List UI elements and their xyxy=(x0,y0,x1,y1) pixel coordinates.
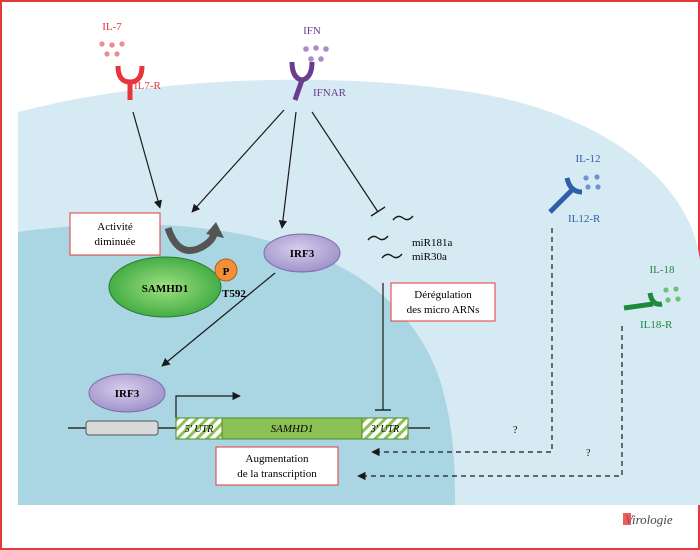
il7-arrow xyxy=(132,111,162,209)
augmentation-line1: Augmentation xyxy=(246,453,309,465)
augmentation-box xyxy=(215,446,339,486)
ifn-inhibition-line xyxy=(311,111,379,213)
transcription-start-arrow xyxy=(175,391,241,418)
samhd1-gene-label: SAMHD1 xyxy=(271,423,314,435)
il12-dots xyxy=(583,174,601,190)
augmentation-line2: de la transcription xyxy=(237,468,317,480)
utr3-region xyxy=(361,417,409,440)
samhd1-label: SAMHD1 xyxy=(142,283,188,295)
deregulation-box xyxy=(390,282,496,322)
irf3-cytoplasm-label: IRF3 xyxy=(290,248,315,260)
il18-dashed-arrow xyxy=(357,326,623,481)
question-mark-1: ? xyxy=(513,425,518,436)
il18-receptor xyxy=(623,292,663,311)
phospho-label: P xyxy=(223,266,230,278)
activite-box xyxy=(69,212,161,256)
samhd1-protein xyxy=(108,256,222,318)
ifn-dots xyxy=(303,45,329,62)
ifn-to-samhd1-arrow xyxy=(191,109,285,213)
irf3-translocation-arrow xyxy=(161,272,276,367)
activity-curved-arrowhead xyxy=(206,222,224,238)
activite-line1: Activité xyxy=(97,221,133,233)
il18r-label: IL18-R xyxy=(640,319,673,331)
utr3-label: 3' UTR xyxy=(370,424,400,435)
virologie-logo: Virologie xyxy=(623,512,673,527)
deregulation-line1: Dérégulation xyxy=(414,289,472,301)
mirna-1: miR181a xyxy=(412,237,452,249)
deregulation-line2: des micro ARNs xyxy=(407,304,480,316)
il12-label: IL-12 xyxy=(575,153,600,165)
ifn-to-irf3-arrow xyxy=(278,111,297,229)
ifn-label: IFN xyxy=(303,25,321,37)
il12r-label: IL12-R xyxy=(568,213,601,225)
phospho-group xyxy=(214,258,238,282)
il18-label: IL-18 xyxy=(649,264,675,276)
ifn-inhibition-bar xyxy=(370,206,386,217)
il18-dots xyxy=(663,286,681,303)
activite-line2: diminuée xyxy=(95,236,136,248)
il12-receptor xyxy=(548,177,583,214)
irf3-cytoplasm xyxy=(263,233,341,273)
irf3-nucleus-label: IRF3 xyxy=(115,388,140,400)
t592-label: T592 xyxy=(222,288,246,300)
ifnar-label: IFNAR xyxy=(313,87,347,99)
utr5-label: 5' UTR xyxy=(185,424,214,435)
ifnar-receptor xyxy=(289,61,315,101)
logo-text: Virologie xyxy=(625,512,673,527)
il12-dashed-arrow xyxy=(371,228,553,457)
mirna-squiggles xyxy=(367,215,414,259)
activity-curved-arrow xyxy=(164,226,218,254)
question-mark-2: ? xyxy=(586,448,591,459)
il7-receptor xyxy=(115,65,145,100)
il7-label: IL-7 xyxy=(102,21,122,33)
il7-dots xyxy=(99,41,125,57)
promoter xyxy=(85,420,159,436)
mirna-2: miR30a xyxy=(412,251,447,263)
il7r-label: IL7-R xyxy=(134,80,162,92)
irf3-nucleus xyxy=(88,373,166,413)
